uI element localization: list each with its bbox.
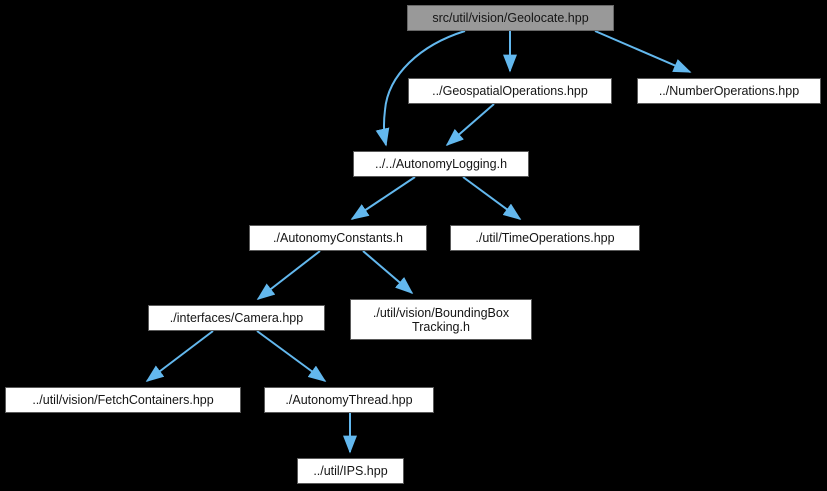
node-label-autonomythread: ./AutonomyThread.hpp (285, 393, 413, 407)
node-autonomyconst[interactable]: ./AutonomyConstants.h (249, 225, 427, 251)
node-autonomylog[interactable]: ../../AutonomyLogging.h (353, 151, 529, 177)
node-ips[interactable]: ../util/IPS.hpp (297, 458, 404, 484)
edge-autonomyconst-to-camera (256, 250, 321, 300)
node-label-timeops: ./util/TimeOperations.hpp (475, 231, 615, 245)
edge-geolocate-to-autonomylog (375, 30, 466, 147)
node-geospatial[interactable]: ../GeospatialOperations.hpp (408, 78, 612, 104)
edge-geospatial-to-autonomylog (445, 103, 495, 147)
node-timeops[interactable]: ./util/TimeOperations.hpp (450, 225, 640, 251)
edge-autonomylog-to-autonomyconst (350, 176, 416, 220)
node-label-autonomylog: ../../AutonomyLogging.h (374, 157, 508, 171)
edge-autonomylog-to-timeops (462, 176, 522, 220)
node-label-geospatial: ../GeospatialOperations.hpp (432, 84, 588, 98)
node-label-camera: ./interfaces/Camera.hpp (169, 311, 304, 325)
node-label-autonomyconst: ./AutonomyConstants.h (273, 231, 403, 245)
node-label-numberops: ../NumberOperations.hpp (658, 84, 800, 98)
edge-autonomyconst-to-boundingbox (362, 250, 414, 295)
node-camera[interactable]: ./interfaces/Camera.hpp (148, 305, 325, 331)
edges-group (145, 30, 692, 454)
edge-camera-to-fetchcont (145, 330, 214, 382)
node-fetchcont[interactable]: ../util/vision/FetchContainers.hpp (5, 387, 241, 413)
node-boundingbox[interactable]: ./util/vision/BoundingBox Tracking.h (350, 299, 532, 340)
edge-geolocate-to-numberops (594, 30, 692, 73)
node-label-boundingbox: ./util/vision/BoundingBox Tracking.h (372, 305, 510, 334)
node-autonomythread[interactable]: ./AutonomyThread.hpp (264, 387, 434, 413)
node-geolocate[interactable]: src/util/vision/Geolocate.hpp (407, 5, 614, 31)
node-numberops[interactable]: ../NumberOperations.hpp (637, 78, 821, 104)
node-label-fetchcont: ../util/vision/FetchContainers.hpp (32, 393, 214, 407)
node-label-geolocate: src/util/vision/Geolocate.hpp (432, 11, 589, 25)
edge-camera-to-autonomythread (256, 330, 327, 382)
node-label-ips: ../util/IPS.hpp (313, 464, 388, 478)
